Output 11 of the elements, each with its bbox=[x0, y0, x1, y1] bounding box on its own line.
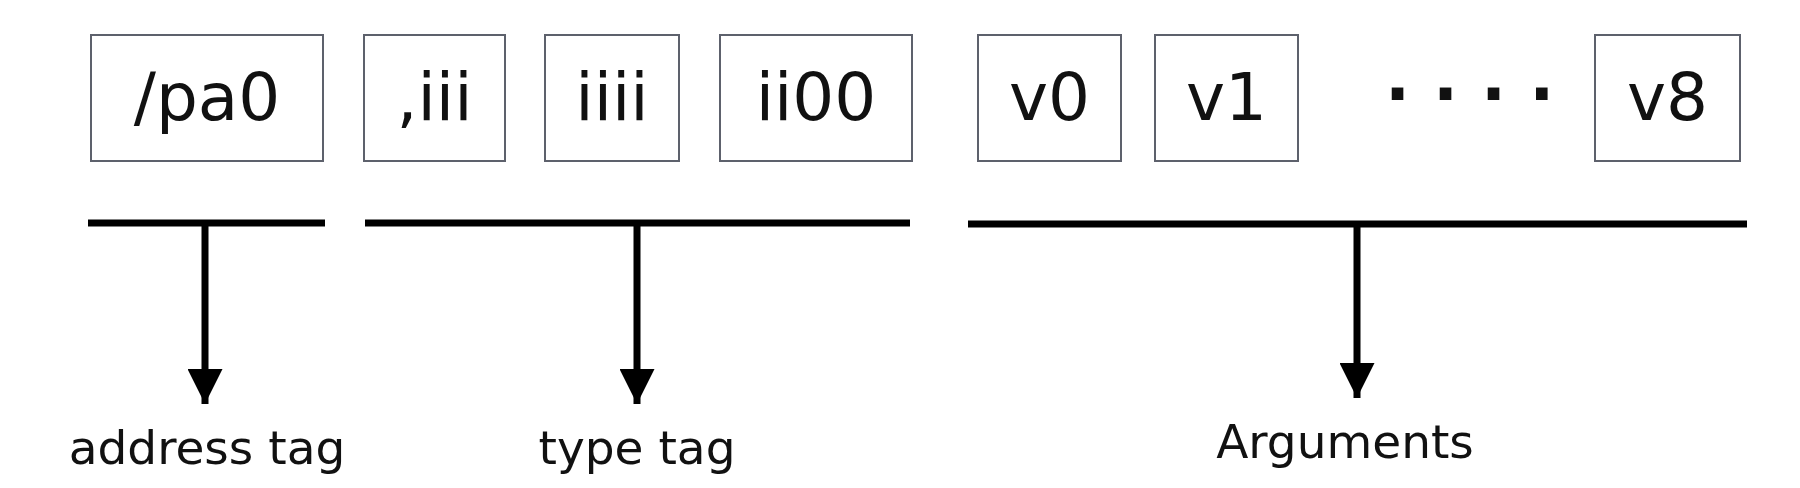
caption: address tag bbox=[68, 420, 346, 477]
caption: Arguments bbox=[1216, 414, 1474, 471]
field-box: ,iii bbox=[363, 34, 506, 162]
field-box: v8 bbox=[1594, 34, 1741, 162]
field-box: /pa0 bbox=[90, 34, 324, 162]
field-box: v0 bbox=[977, 34, 1122, 162]
field-box: ii00 bbox=[719, 34, 913, 162]
field-box: v1 bbox=[1154, 34, 1299, 162]
field-box: iiii bbox=[544, 34, 680, 162]
ellipsis: · · · · bbox=[1385, 62, 1555, 128]
caption: type tag bbox=[538, 420, 736, 477]
